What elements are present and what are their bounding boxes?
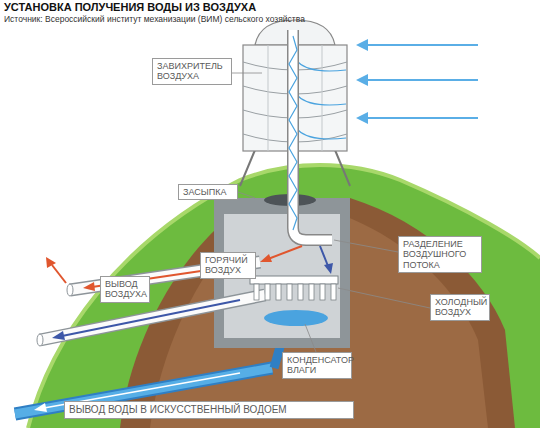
arrow-head (260, 254, 272, 262)
arrow-head (46, 257, 56, 268)
air-pipe-inner (40, 295, 265, 340)
label-text: ВЫВОД ВОЗДУХА (105, 279, 145, 300)
label-box: ВЫВОД ВОЗДУХА (100, 276, 150, 303)
tower-leg (240, 150, 255, 186)
label-text: ВЫВОД ВОДЫ В ИСКУССТВЕННЫЙ ВОДОЕМ (69, 404, 349, 416)
condenser-fin (320, 284, 325, 300)
leader-line (334, 240, 398, 252)
diagram-title: УСТАНОВКА ПОЛУЧЕНИЯ ВОДЫ ИЗ ВОЗДУХА (4, 1, 256, 13)
label-text: РАЗДЕЛЕНИЕ ВОЗДУШНОГО ПОТОКА (403, 239, 477, 270)
air-inflow-arrow (366, 117, 478, 119)
label-text: ГОРЯЧИЙ ВОЗДУХ (205, 255, 251, 276)
hot-air-arrow (268, 246, 302, 259)
arrow-head (52, 331, 65, 340)
condenser-plate (250, 276, 338, 284)
label-box: ХОЛОДНЫЙ ВОЗДУХ (430, 294, 490, 321)
label-text: КОНДЕНСАТОР ВЛАГИ (287, 355, 347, 376)
pipe-end (67, 284, 73, 296)
water-pool (264, 310, 328, 326)
condenser-fin (254, 284, 259, 300)
label-box: КОНДЕНСАТОР ВЛАГИ (282, 352, 352, 379)
label-text: ЗАСЫПКА (183, 187, 233, 197)
label-text: ХОЛОДНЫЙ ВОЗДУХ (435, 297, 485, 318)
leader-line (338, 288, 430, 308)
condenser-fin (265, 284, 270, 300)
tower-leg (335, 150, 350, 186)
cold-air-arrow (320, 246, 328, 266)
air-inflow-arrow (366, 44, 478, 46)
arrow-head (34, 403, 47, 412)
leader-line (305, 324, 316, 352)
label-box: ЗАВИХРИТЕЛЬ ВОЗДУХА (152, 58, 232, 85)
arrow-head (356, 112, 368, 124)
hill-highlight (28, 165, 540, 428)
exhaust-arrow (52, 265, 66, 283)
condenser-fin (309, 284, 314, 300)
leader-line (232, 73, 262, 74)
source-caption: Источник: Всероссийский институт механиз… (4, 14, 305, 24)
air-inflow-arrow (366, 79, 478, 81)
swirler-rib (268, 45, 269, 151)
arrow-head (83, 282, 95, 291)
swirl-flow (289, 36, 297, 230)
label-box: ЗАСЫПКА (178, 184, 238, 200)
leader-line (238, 192, 255, 198)
air-swirl (298, 62, 346, 71)
condenser-fin (298, 284, 303, 300)
central-pipe (293, 30, 332, 240)
pipe-end (37, 334, 43, 346)
condenser-fin (331, 284, 336, 300)
label-text: ЗАВИХРИТЕЛЬ ВОЗДУХА (157, 61, 227, 82)
label-box: РАЗДЕЛЕНИЕ ВОЗДУШНОГО ПОТОКА (398, 236, 482, 273)
arrow-head (356, 39, 368, 51)
air-swirl (298, 96, 346, 105)
swirler-rib (322, 45, 323, 151)
cold-air-arrow (62, 300, 240, 336)
label-box: ГОРЯЧИЙ ВОЗДУХ (200, 252, 256, 279)
central-pipe-inner (293, 30, 332, 240)
label-box: ВЫВОД ВОДЫ В ИСКУССТВЕННЫЙ ВОДОЕМ (64, 401, 354, 419)
air-swirl (298, 130, 346, 139)
arrow-head (356, 74, 368, 86)
air-pipe (40, 295, 265, 340)
condenser-fin (287, 284, 292, 300)
condenser-fin (276, 284, 281, 300)
hill (28, 165, 540, 428)
arrow-head (324, 263, 333, 274)
